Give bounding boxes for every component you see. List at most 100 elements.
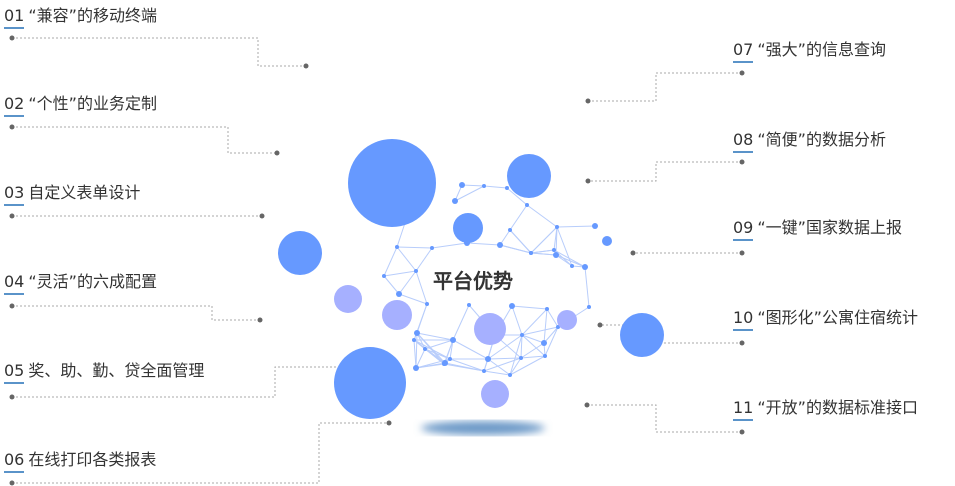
network-edge	[556, 225, 596, 228]
network-edge	[530, 249, 555, 254]
item-label: “兼容”的移动终端	[28, 6, 157, 25]
network-node	[395, 245, 399, 249]
network-edge	[415, 348, 426, 369]
network-edge	[543, 308, 548, 344]
connector-dot	[739, 70, 745, 76]
connector-dot	[597, 322, 603, 328]
network-node	[412, 338, 416, 342]
network-edge	[553, 226, 558, 251]
network-edge	[424, 339, 454, 350]
network-edge	[509, 357, 522, 376]
item-label: “简便”的数据分析	[757, 130, 886, 149]
network-edge	[521, 308, 548, 336]
connector-dot	[303, 63, 309, 69]
network-node	[592, 223, 598, 229]
connector-line	[12, 422, 389, 484]
connector-dot	[274, 150, 280, 156]
network-edge	[452, 339, 489, 360]
decorative-bubble	[382, 300, 412, 330]
connector-dot	[9, 480, 15, 486]
network-edge	[416, 332, 454, 341]
connector-dot	[9, 213, 15, 219]
network-edge	[546, 308, 559, 328]
connector-dot	[739, 159, 745, 165]
left-item-02: 02“个性”的业务定制	[4, 94, 157, 117]
network-node	[520, 333, 524, 337]
network-node	[509, 303, 515, 309]
network-edge	[383, 270, 417, 277]
connector-dot	[739, 429, 745, 435]
network-edge	[543, 326, 559, 344]
network-node	[382, 274, 386, 278]
network-node	[430, 246, 434, 250]
network-node	[423, 347, 427, 351]
center-title: 平台优势	[433, 269, 513, 293]
right-item-09: 09“一键”国家数据上报	[733, 218, 902, 241]
network-edge	[553, 249, 586, 268]
connector-dot	[259, 213, 265, 219]
network-edge	[511, 305, 523, 336]
network-edge	[383, 246, 398, 277]
network-edge	[398, 270, 417, 295]
network-edge	[413, 339, 451, 360]
network-node	[543, 354, 547, 358]
network-edge	[396, 246, 433, 249]
right-item-07: 07“强大”的信息查询	[733, 40, 886, 63]
item-number: 04	[4, 273, 25, 295]
network-node	[555, 225, 559, 229]
network-node	[396, 291, 402, 297]
network-edge	[526, 204, 558, 228]
network-edge	[520, 355, 546, 359]
network-edge	[431, 242, 468, 249]
network-node	[541, 340, 547, 346]
connector-dot	[257, 317, 263, 323]
network-node	[414, 269, 418, 273]
network-node	[442, 362, 446, 366]
network-edge	[483, 370, 511, 376]
right-item-11: 11“开放”的数据标准接口	[733, 398, 918, 421]
item-number: 02	[4, 95, 25, 117]
network-node	[553, 252, 559, 258]
item-number: 09	[733, 219, 754, 241]
item-number: 05	[4, 362, 25, 384]
network-node	[525, 203, 529, 207]
network-node	[587, 305, 591, 309]
network-edge	[398, 293, 428, 305]
network-edge	[424, 348, 451, 360]
network-edge	[483, 185, 508, 189]
connector-line	[12, 37, 306, 67]
item-label: 奖、助、勤、贷全面管理	[28, 361, 205, 380]
network-edge	[509, 334, 523, 376]
network-node	[450, 337, 456, 343]
connector-line	[588, 161, 742, 182]
network-edge	[415, 363, 445, 369]
network-edge	[499, 229, 511, 246]
network-edge	[520, 334, 523, 359]
left-item-04: 04“灵活”的六成配置	[4, 272, 157, 295]
item-number: 01	[4, 7, 25, 29]
connector-line	[588, 72, 742, 102]
item-number: 08	[733, 131, 754, 153]
network-node	[459, 182, 465, 188]
item-label: “强大”的信息查询	[757, 40, 886, 59]
network-edge	[487, 358, 511, 376]
network-edge	[452, 304, 470, 341]
network-node	[505, 186, 509, 190]
network-edge	[396, 246, 417, 272]
network-edge	[509, 355, 546, 376]
network-edge	[530, 252, 557, 256]
decorative-bubble	[278, 231, 322, 275]
network-edge	[487, 357, 522, 360]
decorative-bubble	[557, 310, 577, 330]
connector-line	[12, 305, 260, 321]
left-item-01: 01“兼容”的移动终端	[4, 6, 157, 29]
network-node	[482, 184, 486, 188]
network-edge	[449, 358, 485, 372]
right-item-08: 08“简便”的数据分析	[733, 130, 886, 153]
item-label: “开放”的数据标准接口	[757, 398, 918, 417]
network-node	[413, 365, 419, 371]
